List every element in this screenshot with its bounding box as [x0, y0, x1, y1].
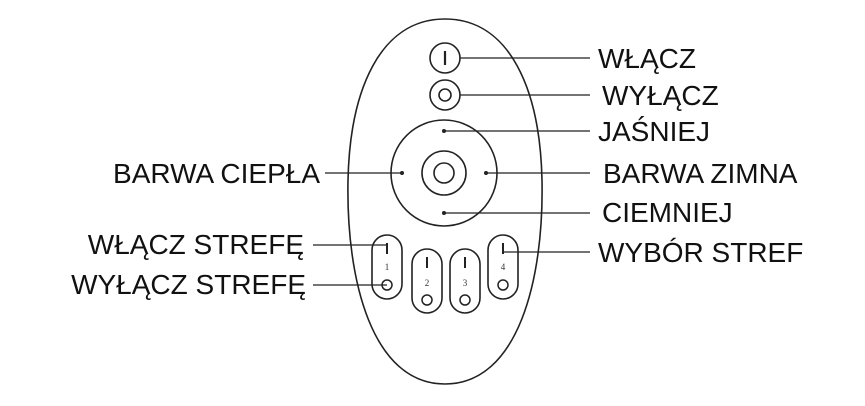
label-off: WYŁĄCZ: [602, 80, 719, 111]
label-cool: BARWA ZIMNA: [603, 158, 798, 189]
zone-2-button[interactable]: 2: [411, 248, 443, 314]
zone-4-off-icon: [497, 279, 509, 291]
label-darker: CIEMNIEJ: [602, 197, 733, 228]
power-off-button[interactable]: [429, 79, 461, 111]
label-zone-off: WYŁĄCZ STREFĘ: [71, 269, 306, 300]
zone-1-button[interactable]: 1: [371, 234, 403, 300]
label-on: WŁĄCZ: [598, 43, 696, 74]
dial-center-button[interactable]: [421, 150, 467, 196]
power-off-icon: [438, 88, 452, 102]
zone-4-button[interactable]: 4: [487, 234, 519, 300]
label-brighter: JAŚNIEJ: [598, 115, 710, 147]
zone-3-off-icon: [459, 294, 471, 306]
zone-1-number: 1: [385, 262, 390, 272]
zone-2-number: 2: [425, 278, 430, 288]
label-zone-on: WŁĄCZ STREFĘ: [88, 229, 304, 260]
label-zone-select: WYBÓR STREF: [598, 237, 803, 268]
zone-3-button[interactable]: 3: [449, 248, 481, 314]
leader-lines: [313, 57, 590, 286]
zone-2-off-icon: [421, 294, 433, 306]
dial-center-icon: [433, 162, 455, 184]
zone-3-number: 3: [463, 278, 468, 288]
power-on-button[interactable]: [429, 42, 461, 74]
zone-4-number: 4: [501, 262, 506, 272]
label-warm: BARWA CIEPŁA: [113, 158, 320, 189]
